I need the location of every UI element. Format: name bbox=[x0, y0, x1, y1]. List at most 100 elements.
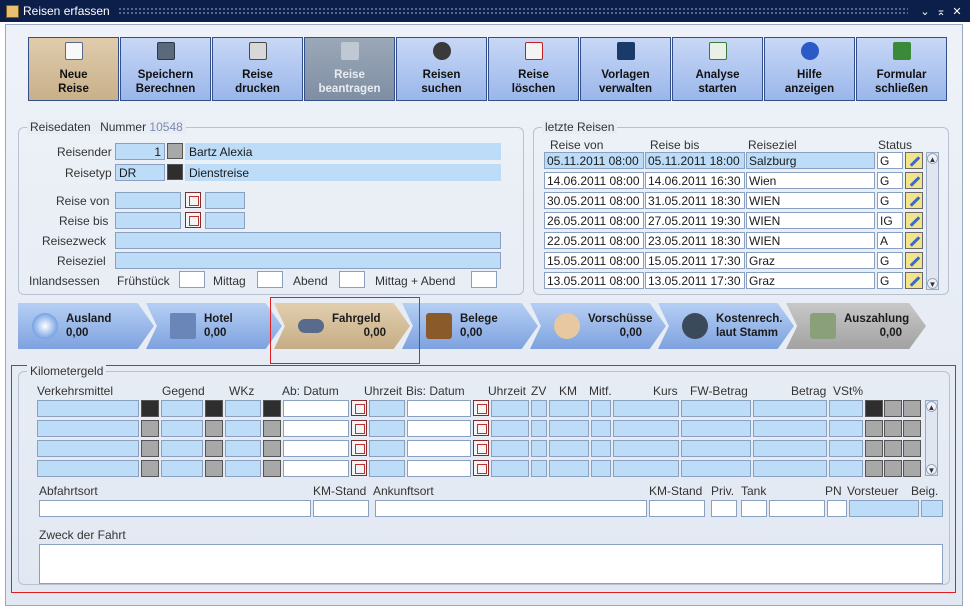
minimize-icon[interactable]: ⌄ bbox=[920, 5, 930, 18]
ab-datum-cell[interactable] bbox=[283, 420, 349, 437]
row-add-icon[interactable] bbox=[903, 440, 921, 457]
scroll-down-icon[interactable]: ▼ bbox=[927, 278, 938, 289]
lookup-icon[interactable] bbox=[205, 460, 223, 477]
trip-row-von[interactable]: 22.05.2011 08:00 bbox=[544, 232, 644, 249]
row-add-icon[interactable] bbox=[903, 420, 921, 437]
row-add-icon[interactable] bbox=[903, 400, 921, 417]
row-lookup-icon[interactable] bbox=[865, 440, 883, 457]
zv-cell[interactable] bbox=[531, 440, 547, 457]
trip-row-ziel[interactable]: Wien bbox=[746, 172, 875, 189]
gegend-cell[interactable] bbox=[161, 460, 203, 477]
scroll-up-icon[interactable]: ▲ bbox=[926, 401, 937, 412]
trip-row-status[interactable]: A bbox=[877, 232, 903, 249]
kurs-cell[interactable] bbox=[613, 420, 679, 437]
maximize-icon[interactable]: ⌅ bbox=[936, 5, 946, 18]
step-kostenrech[interactable]: Kostenrech. laut Stamm bbox=[658, 303, 794, 349]
reisezweck-field[interactable] bbox=[115, 232, 501, 249]
row-add-icon[interactable] bbox=[903, 460, 921, 477]
edit-pencil-icon[interactable] bbox=[905, 232, 923, 249]
trip-row-status[interactable]: G bbox=[877, 192, 903, 209]
trip-row-von[interactable]: 15.05.2011 08:00 bbox=[544, 252, 644, 269]
lookup-icon[interactable] bbox=[141, 400, 159, 417]
bis-datum-cell[interactable] bbox=[407, 460, 471, 477]
pn-field[interactable] bbox=[827, 500, 847, 517]
mitf-cell[interactable] bbox=[591, 400, 611, 417]
row-delete-icon[interactable] bbox=[884, 460, 902, 477]
reiseziel-field[interactable] bbox=[115, 252, 501, 269]
step-fahrgeld[interactable]: Fahrgeld 0,00 bbox=[274, 303, 410, 349]
reise-bis-time-field[interactable] bbox=[205, 212, 245, 229]
betrag-cell[interactable] bbox=[753, 460, 827, 477]
reisetyp-binoculars-icon[interactable] bbox=[167, 164, 183, 180]
verkehrsmittel-cell[interactable] bbox=[37, 460, 139, 477]
uhrzeit2-cell[interactable] bbox=[491, 460, 529, 477]
trip-row-ziel[interactable]: WIEN bbox=[746, 212, 875, 229]
gegend-cell[interactable] bbox=[161, 420, 203, 437]
uhrzeit2-cell[interactable] bbox=[491, 400, 529, 417]
abend-field[interactable] bbox=[339, 271, 365, 288]
reise-von-time-field[interactable] bbox=[205, 192, 245, 209]
vorsteuer-field[interactable] bbox=[849, 500, 919, 517]
calendar-icon[interactable] bbox=[351, 460, 367, 476]
km-cell[interactable] bbox=[549, 460, 589, 477]
calendar-icon[interactable] bbox=[351, 420, 367, 436]
mitf-cell[interactable] bbox=[591, 460, 611, 477]
row-delete-icon[interactable] bbox=[884, 400, 902, 417]
fruehstueck-field[interactable] bbox=[179, 271, 205, 288]
verkehrsmittel-cell[interactable] bbox=[37, 440, 139, 457]
scroll-down-icon[interactable]: ▼ bbox=[926, 464, 937, 475]
save-calc-button[interactable]: Speichern Berechnen bbox=[120, 37, 211, 101]
edit-pencil-icon[interactable] bbox=[905, 172, 923, 189]
vst-cell[interactable] bbox=[829, 440, 863, 457]
zv-cell[interactable] bbox=[531, 400, 547, 417]
trip-row-von[interactable]: 05.11.2011 08:00 bbox=[544, 152, 644, 169]
step-hotel[interactable]: Hotel 0,00 bbox=[146, 303, 282, 349]
row-lookup-icon[interactable] bbox=[865, 420, 883, 437]
lookup-icon[interactable] bbox=[263, 420, 281, 437]
kurs-cell[interactable] bbox=[613, 440, 679, 457]
betrag-cell[interactable] bbox=[753, 440, 827, 457]
betrag-cell[interactable] bbox=[753, 400, 827, 417]
uhrzeit2-cell[interactable] bbox=[491, 420, 529, 437]
mitf-cell[interactable] bbox=[591, 420, 611, 437]
lookup-icon[interactable] bbox=[263, 460, 281, 477]
search-trips-button[interactable]: Reisen suchen bbox=[396, 37, 487, 101]
calendar-icon[interactable] bbox=[473, 420, 489, 436]
reise-von-calendar-icon[interactable] bbox=[185, 192, 201, 208]
start-analysis-button[interactable]: Analyse starten bbox=[672, 37, 763, 101]
show-help-button[interactable]: Hilfe anzeigen bbox=[764, 37, 855, 101]
zweck-textarea[interactable] bbox=[39, 544, 943, 584]
km-stand-field[interactable] bbox=[313, 500, 369, 517]
trip-row-von[interactable]: 26.05.2011 08:00 bbox=[544, 212, 644, 229]
vst-cell[interactable] bbox=[829, 420, 863, 437]
bis-datum-cell[interactable] bbox=[407, 400, 471, 417]
trip-row-von[interactable]: 14.06.2011 08:00 bbox=[544, 172, 644, 189]
trip-row-status[interactable]: G bbox=[877, 272, 903, 289]
reisetyp-code-field[interactable]: DR bbox=[115, 164, 165, 181]
reise-bis-calendar-icon[interactable] bbox=[185, 212, 201, 228]
wkz-cell[interactable] bbox=[225, 460, 261, 477]
lookup-icon[interactable] bbox=[205, 420, 223, 437]
zv-cell[interactable] bbox=[531, 460, 547, 477]
reise-bis-date-field[interactable] bbox=[115, 212, 181, 229]
lookup-icon[interactable] bbox=[263, 440, 281, 457]
title-drag-area[interactable] bbox=[117, 7, 908, 15]
km-cell[interactable] bbox=[549, 400, 589, 417]
ab-datum-cell[interactable] bbox=[283, 440, 349, 457]
uhrzeit-cell[interactable] bbox=[369, 460, 405, 477]
lookup-icon[interactable] bbox=[141, 440, 159, 457]
trip-row-ziel[interactable]: Graz bbox=[746, 252, 875, 269]
fw-betrag-cell[interactable] bbox=[681, 400, 751, 417]
delete-trip-button[interactable]: Reise löschen bbox=[488, 37, 579, 101]
step-belege[interactable]: Belege 0,00 bbox=[402, 303, 538, 349]
edit-pencil-icon[interactable] bbox=[905, 272, 923, 289]
mittag-abend-field[interactable] bbox=[471, 271, 497, 288]
gegend-cell[interactable] bbox=[161, 400, 203, 417]
edit-pencil-icon[interactable] bbox=[905, 192, 923, 209]
close-icon[interactable]: ✕ bbox=[952, 5, 962, 18]
bis-datum-cell[interactable] bbox=[407, 420, 471, 437]
mittag-field[interactable] bbox=[257, 271, 283, 288]
edit-pencil-icon[interactable] bbox=[905, 252, 923, 269]
trip-row-bis[interactable]: 31.05.2011 18:30 bbox=[645, 192, 745, 209]
betrag-cell[interactable] bbox=[753, 420, 827, 437]
